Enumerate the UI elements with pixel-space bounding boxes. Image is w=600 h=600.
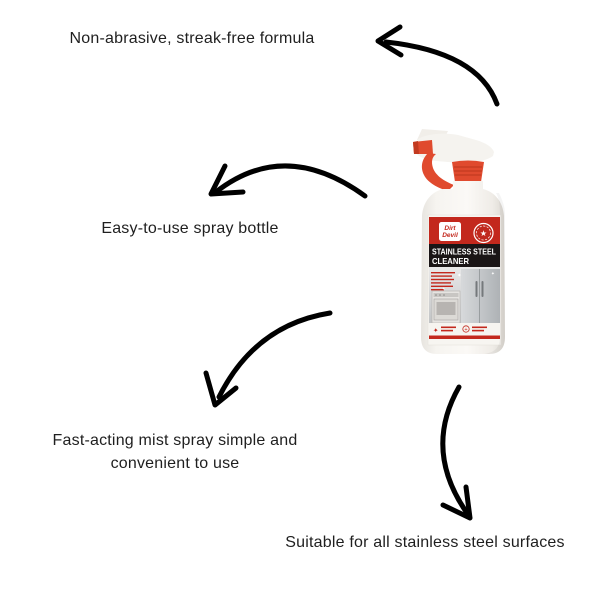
sparkle-icon: ✦ bbox=[442, 286, 446, 291]
sparkle-icon: ✦ bbox=[457, 272, 462, 279]
plus-icon: + bbox=[464, 327, 467, 333]
arrow-to-suitable-icon bbox=[440, 384, 473, 521]
claims-row-background bbox=[429, 323, 500, 335]
sprayer-body bbox=[415, 133, 494, 163]
streak-free-claim-icon: ✦ bbox=[433, 327, 439, 335]
arrow-to-non-abrasive-icon bbox=[375, 24, 500, 107]
fridge-image bbox=[461, 269, 500, 323]
product-photo-spray-bottle: Dirt Devil STAINLESS STEEL CLEANER ★ bbox=[413, 129, 505, 354]
collar-ridges bbox=[454, 166, 482, 176]
callout-fast-acting: Fast-acting mist spray simple and conven… bbox=[52, 432, 298, 473]
nozzle-shadow bbox=[413, 141, 419, 154]
badge-star-glyph: ★ bbox=[480, 229, 487, 238]
brand-logo-box bbox=[439, 222, 461, 241]
label-red-stripe bbox=[429, 335, 500, 339]
label-title-line2: CLEANER bbox=[432, 256, 469, 266]
brand-name-line1: Dirt bbox=[444, 225, 456, 232]
protective-film-claim-icon bbox=[462, 325, 470, 333]
callout-non-abrasive: Non-abrasive, streak-free formula bbox=[69, 30, 315, 47]
trigger bbox=[421, 153, 454, 191]
sparkle-icons: ✦ ✦ ✦ bbox=[442, 271, 495, 291]
sprayer-head bbox=[413, 129, 494, 191]
bottle-shading bbox=[484, 193, 505, 354]
brand-name-line2: Devil bbox=[442, 232, 458, 239]
label-title-band bbox=[429, 244, 500, 267]
badge-star-icon: ★ bbox=[473, 222, 494, 244]
sparkle-icon: ✦ bbox=[491, 271, 495, 276]
callout-easy-to-use: Easy-to-use spray bottle bbox=[101, 220, 279, 237]
right-claim-text-lines bbox=[472, 326, 487, 332]
oven-image bbox=[431, 290, 461, 324]
photo-claim-text-lines bbox=[431, 272, 455, 291]
callout-suitable-surfaces: Suitable for all stainless steel surface… bbox=[285, 534, 565, 551]
label-claims-row: ✦ + bbox=[429, 323, 500, 335]
product-label: Dirt Devil STAINLESS STEEL CLEANER ★ bbox=[427, 214, 502, 346]
left-claim-text-lines bbox=[441, 326, 456, 332]
brand-logo: Dirt Devil bbox=[439, 222, 461, 241]
label-photo-panel: ✦ ✦ ✦ bbox=[429, 267, 500, 324]
arrow-to-easy-to-use-icon bbox=[208, 163, 368, 199]
label-title-line1: STAINLESS STEEL bbox=[432, 247, 496, 257]
arrow-to-fast-acting-icon bbox=[203, 310, 333, 408]
